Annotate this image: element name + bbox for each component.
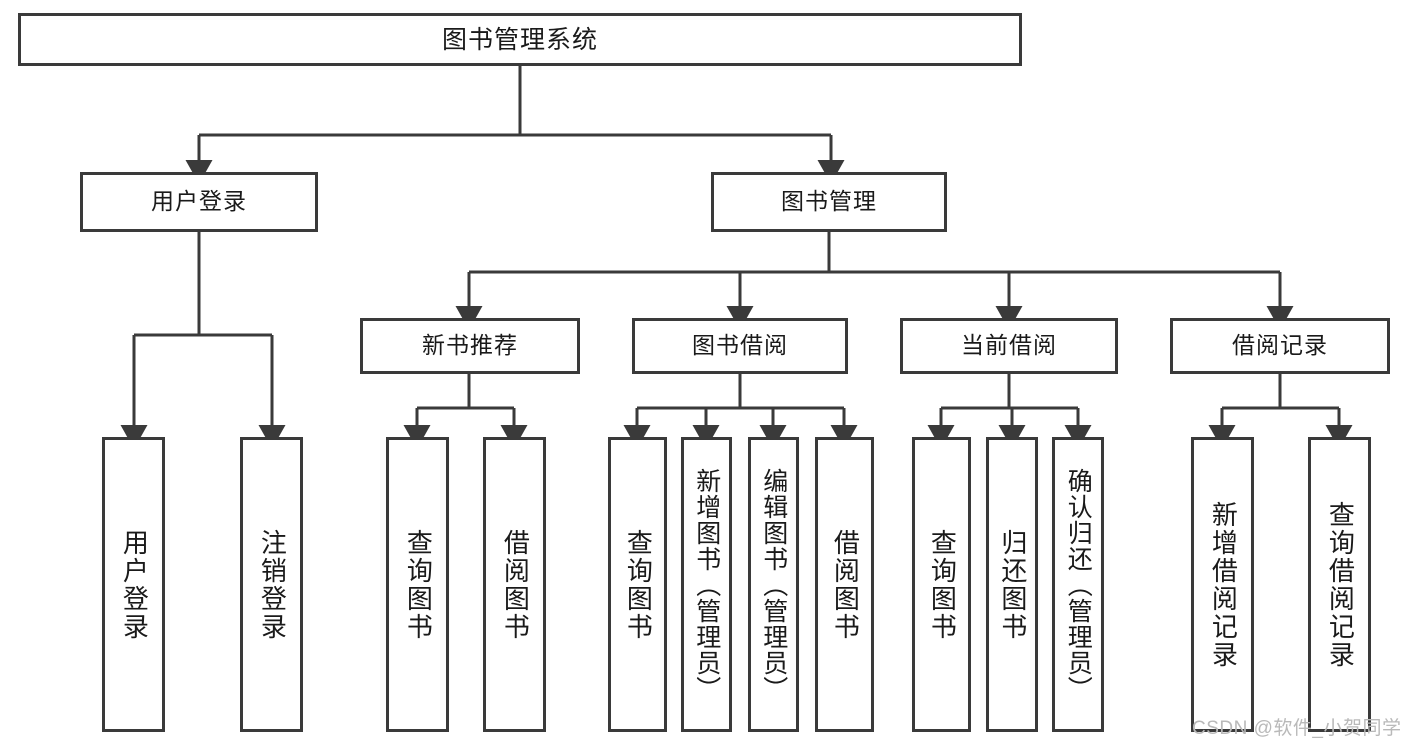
node-leaf-query-record-label: 查询借阅记录 (1325, 500, 1356, 669)
node-leaf-edit-book-label: 编辑图书（管理员） (759, 467, 788, 702)
node-current-borrow-label: 当前借阅 (961, 332, 1057, 359)
node-leaf-add-record-label: 新增借阅记录 (1208, 500, 1239, 669)
node-borrow-record-label: 借阅记录 (1232, 332, 1328, 359)
node-leaf-query-book-rec-label: 查询图书 (403, 528, 434, 641)
node-leaf-return-book-label: 归还图书 (997, 528, 1028, 641)
node-current-borrow[interactable]: 当前借阅 (900, 318, 1118, 374)
node-leaf-borrow-book[interactable]: 借阅图书 (815, 437, 874, 732)
node-new-book-rec[interactable]: 新书推荐 (360, 318, 580, 374)
node-user-login[interactable]: 用户登录 (80, 172, 318, 232)
node-leaf-borrow-book-rec[interactable]: 借阅图书 (483, 437, 546, 732)
node-root-label: 图书管理系统 (441, 25, 598, 54)
node-new-book-rec-label: 新书推荐 (422, 332, 518, 359)
node-leaf-query-record[interactable]: 查询借阅记录 (1308, 437, 1371, 732)
node-book-manage[interactable]: 图书管理 (711, 172, 947, 232)
node-book-manage-label: 图书管理 (781, 188, 877, 215)
node-leaf-query-book[interactable]: 查询图书 (608, 437, 667, 732)
node-leaf-user-login-label: 用户登录 (119, 528, 150, 641)
node-leaf-query-book-rec[interactable]: 查询图书 (386, 437, 449, 732)
node-borrow-record[interactable]: 借阅记录 (1170, 318, 1390, 374)
node-leaf-logout[interactable]: 注销登录 (240, 437, 303, 732)
node-leaf-logout-label: 注销登录 (257, 528, 288, 641)
node-leaf-confirm-return-label: 确认归还（管理员） (1064, 467, 1093, 702)
node-leaf-add-record[interactable]: 新增借阅记录 (1191, 437, 1254, 732)
node-leaf-edit-book[interactable]: 编辑图书（管理员） (748, 437, 799, 732)
node-leaf-add-book-label: 新增图书（管理员） (692, 467, 721, 702)
node-leaf-query-book-cur[interactable]: 查询图书 (912, 437, 971, 732)
node-leaf-add-book[interactable]: 新增图书（管理员） (681, 437, 732, 732)
node-leaf-user-login[interactable]: 用户登录 (102, 437, 165, 732)
csdn-watermark: CSDN @软件_小贺同学 (1192, 718, 1402, 739)
node-book-borrow-label: 图书借阅 (692, 332, 788, 359)
node-book-borrow[interactable]: 图书借阅 (632, 318, 848, 374)
node-leaf-query-book-label: 查询图书 (623, 528, 654, 641)
node-leaf-borrow-book-rec-label: 借阅图书 (500, 528, 531, 641)
node-leaf-query-book-cur-label: 查询图书 (927, 528, 958, 641)
node-leaf-confirm-return[interactable]: 确认归还（管理员） (1052, 437, 1104, 732)
node-leaf-borrow-book-label: 借阅图书 (830, 528, 861, 641)
node-root[interactable]: 图书管理系统 (18, 13, 1022, 66)
node-user-login-label: 用户登录 (151, 188, 247, 215)
node-leaf-return-book[interactable]: 归还图书 (986, 437, 1038, 732)
